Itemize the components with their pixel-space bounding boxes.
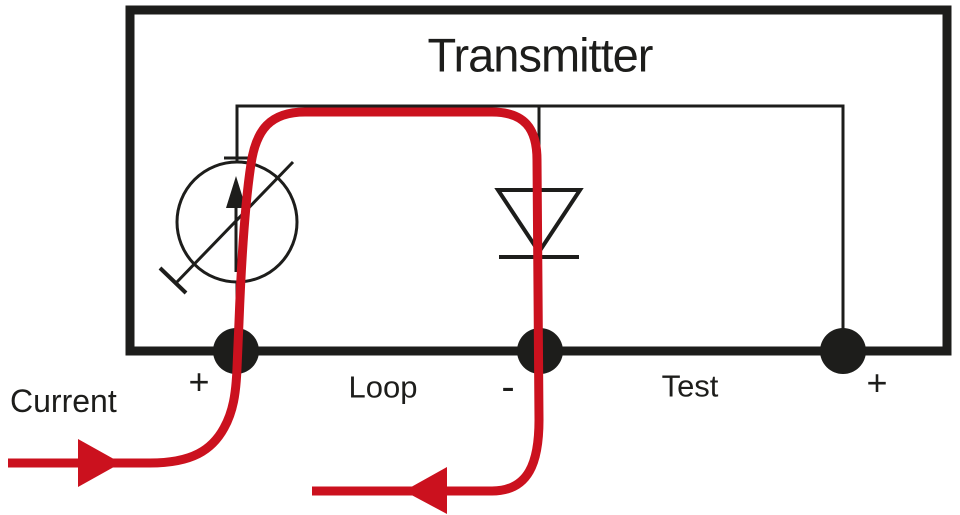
current-source-adjust-endbar: [158, 266, 188, 295]
common-minus-label: -: [501, 365, 515, 409]
flow-exit-arrowhead-icon: [404, 467, 447, 514]
terminal-dot-test-plus: [820, 328, 866, 374]
current-flow-path: [8, 107, 544, 496]
transmitter-title: Transmitter: [427, 28, 654, 82]
current-source-icon: [158, 156, 299, 295]
current-source-arrowhead-icon: [226, 176, 246, 208]
current-source-adjust-diagonal: [173, 160, 295, 286]
test-plus-label: +: [866, 362, 888, 403]
current-label: Current: [10, 383, 117, 419]
loop-plus-label: +: [188, 361, 210, 402]
test-label: Test: [661, 368, 719, 404]
flow-entry-arrowhead-icon: [78, 439, 121, 487]
loop-label: Loop: [348, 369, 418, 405]
